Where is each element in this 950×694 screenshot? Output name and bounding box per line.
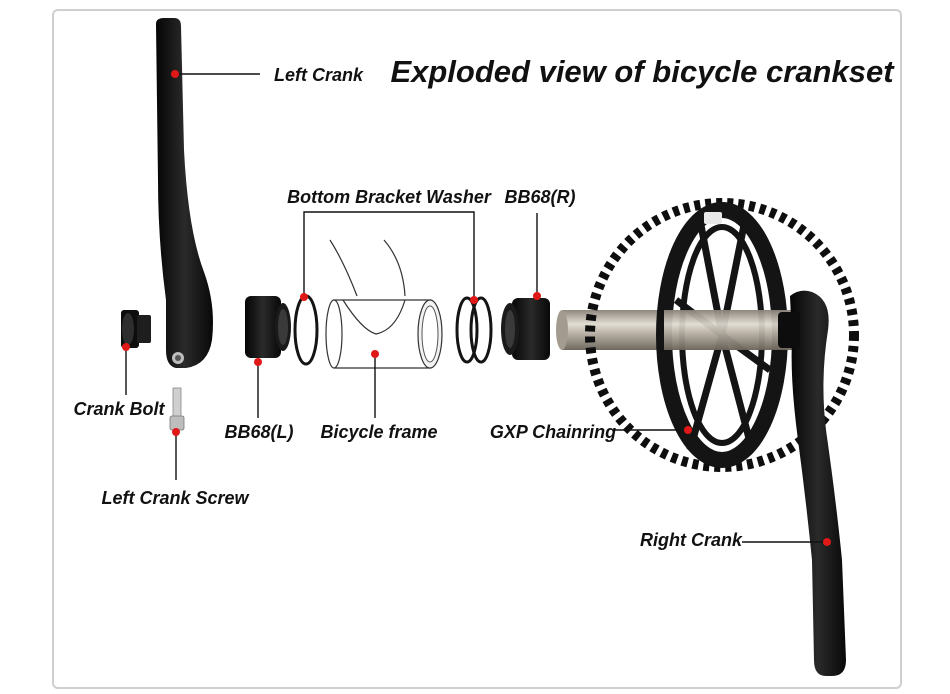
page-title: Exploded view of bicycle crankset: [390, 54, 895, 89]
label-right-crank: Right Crank: [640, 530, 743, 550]
right-washer-part: [455, 296, 493, 364]
bb68-right-part: [501, 298, 550, 360]
label-gxp-chainring: GXP Chainring: [490, 422, 616, 442]
label-bicycle-frame: Bicycle frame: [320, 422, 437, 442]
bb68-left-part: [245, 296, 291, 358]
left-crank-part: [156, 18, 213, 368]
left-washer-part: [293, 294, 319, 366]
label-bb68-left: BB68(L): [224, 422, 293, 442]
crank-bolt-part: [121, 310, 151, 348]
label-left-crank: Left Crank: [274, 65, 364, 85]
left-crank-screw-part: [169, 387, 185, 431]
label-bottom-bracket-washer: Bottom Bracket Washer: [287, 187, 492, 207]
right-crank-part: [778, 290, 846, 676]
label-crank-bolt: Crank Bolt: [73, 399, 165, 419]
bicycle-frame-part: [325, 239, 443, 369]
leader-dots: [122, 70, 831, 546]
label-bb68-right: BB68(R): [504, 187, 575, 207]
leader-lines: [125, 73, 827, 543]
label-left-crank-screw: Left Crank Screw: [101, 488, 249, 508]
